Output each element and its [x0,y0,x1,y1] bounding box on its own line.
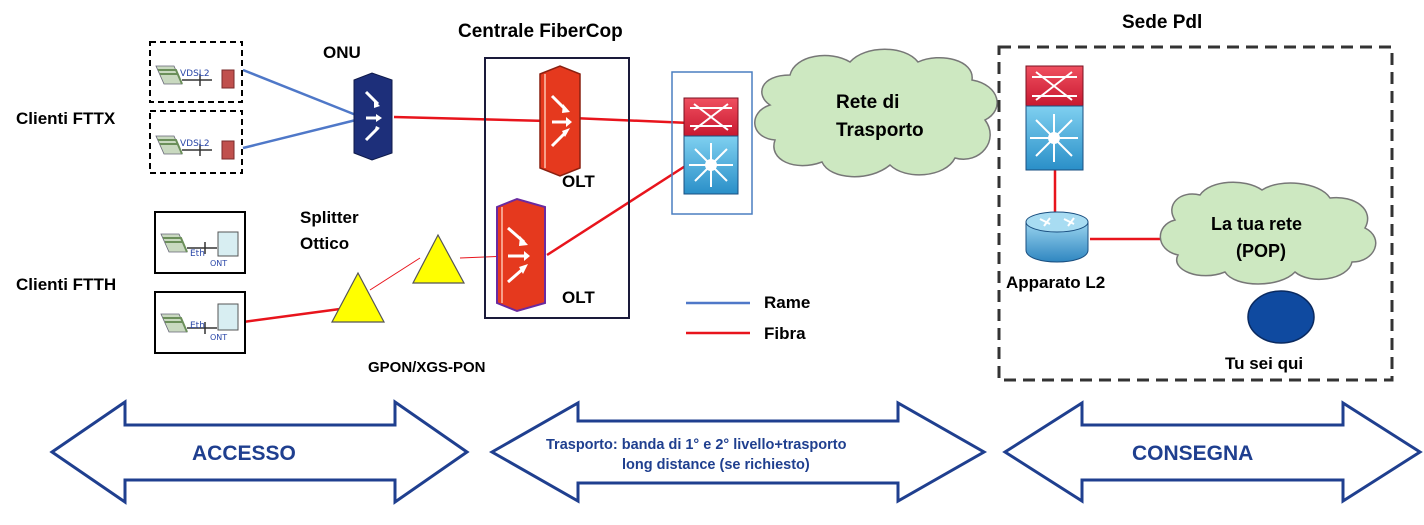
splitter-label-1: Splitter [300,208,359,227]
cloud-rete-trasporto [754,48,998,178]
svg-text:ONT: ONT [210,259,227,268]
ont-device-2: Eth ONT [154,291,246,354]
olt-bottom-icon [496,197,546,313]
apparato-l2-router-icon [1025,211,1089,263]
vdsl-modem-1: VDSL2 [149,41,243,103]
splitter-label-2: Ottico [300,234,349,253]
splitter-triangle-1 [331,271,385,323]
svg-text:ONT: ONT [210,333,227,342]
copper-link-1 [242,68,357,117]
tu-sei-qui-label: Tu sei qui [1225,354,1303,373]
sede-switch-icon [1025,65,1084,171]
la-tua-rete-label-1: La tua rete [1211,214,1302,234]
olt-bottom-label: OLT [562,288,595,307]
sede-box [997,45,1394,382]
gpon-label: GPON/XGS-PON [368,359,486,376]
svg-text:VDSL2: VDSL2 [180,69,210,79]
consegna-arrow [1002,400,1423,504]
cloud-la-tua-rete [1159,181,1377,285]
legend-rame-label: Rame [764,293,810,312]
fiber-olt-switch [571,116,691,125]
onu-device-icon [353,72,393,161]
svg-text:Eth: Eth [190,321,205,331]
svg-text:VDSL2: VDSL2 [180,139,210,149]
splitter-triangle-2 [412,233,466,284]
tu-sei-qui-marker [1247,290,1315,344]
rete-label-2: Trasporto [836,120,924,141]
apparato-label: Apparato L2 [1006,273,1105,292]
vdsl-modem-2: VDSL2 [149,110,243,174]
fiber-splitter-splitter [369,257,421,291]
copper-link-2 [242,118,357,150]
fiber-olt2-switch [546,161,691,257]
centrale-box [484,57,630,319]
clienti-fttx-label: Clienti FTTX [16,109,116,128]
accesso-label: ACCESSO [192,442,296,465]
consegna-label: CONSEGNA [1132,442,1253,465]
fiber-onu-olt [393,115,549,123]
svg-text:Eth: Eth [190,249,205,259]
switch-icon [683,97,739,195]
centrale-label: Centrale FiberCop [458,21,623,42]
accesso-arrow [49,399,470,505]
ont-device-1: Eth ONT [154,211,246,274]
rete-label-1: Rete di [836,92,899,113]
olt-top-icon [539,65,581,177]
trasporto-arrow [488,400,988,504]
trasporto-label-2: long distance (se richiesto) [622,457,810,473]
trasporto-label-1: Trasporto: banda di 1° e 2° livello+tras… [546,437,847,453]
switch-frame [671,71,753,215]
la-tua-rete-label-2: (POP) [1236,241,1286,261]
legend-fibra-label: Fibra [764,324,806,343]
clienti-ftth-label: Clienti FTTH [16,275,116,294]
olt-top-label: OLT [562,172,595,191]
onu-label: ONU [323,43,361,62]
sede-label: Sede Pdl [1122,12,1202,33]
fiber-ont-splitter [242,307,341,324]
